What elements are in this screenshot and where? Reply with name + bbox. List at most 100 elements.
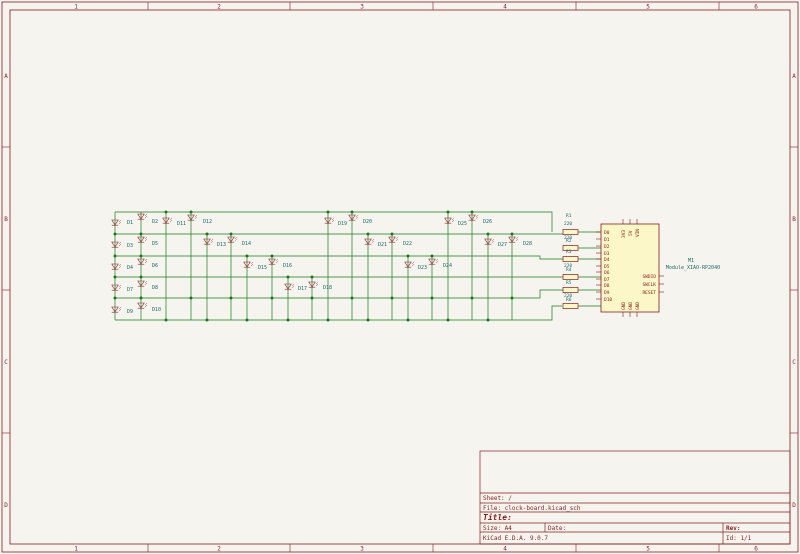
module-value: Module_XIAO-RP2040 xyxy=(666,265,720,271)
led-symbol xyxy=(111,241,122,248)
led-symbol xyxy=(111,284,122,291)
module-pin: D7 xyxy=(604,277,610,283)
col-label-top: 6 xyxy=(754,4,758,11)
resistor-value: 220 xyxy=(564,235,572,241)
sheet-name: Sheet: / xyxy=(483,495,512,502)
module-pin: GND xyxy=(621,302,627,310)
module-pin: RESET xyxy=(642,290,656,296)
resistor-bank xyxy=(562,229,579,309)
diode-label: D2 xyxy=(152,219,158,225)
diode-label: D27 xyxy=(498,242,507,248)
row-label-right: B xyxy=(792,216,796,223)
diode-label: D24 xyxy=(443,263,452,269)
led-symbol xyxy=(404,261,415,268)
module-pin: GND xyxy=(635,302,641,310)
diode-label: D17 xyxy=(298,286,307,292)
resistor-ref: R6 xyxy=(566,297,572,303)
led-symbol xyxy=(388,236,399,243)
diode-label: D7 xyxy=(127,287,133,293)
diode-label: D25 xyxy=(458,221,467,227)
led-symbol xyxy=(268,258,279,265)
module-pin: SWCLK xyxy=(642,282,656,288)
led-symbol xyxy=(187,214,198,221)
led-symbol xyxy=(508,236,519,243)
led-symbol xyxy=(137,236,148,243)
led-symbol xyxy=(468,214,479,221)
led-symbol xyxy=(227,236,238,243)
row-label-left: C xyxy=(4,359,8,366)
col-label-bottom: 3 xyxy=(360,546,364,553)
row-label-left: B xyxy=(4,216,8,223)
module-pin: D0 xyxy=(604,230,610,236)
resistor-ref: R1 xyxy=(566,213,572,219)
row-label-right: D xyxy=(792,502,796,509)
led-symbol xyxy=(308,281,319,288)
resistor xyxy=(562,229,579,235)
col-label-top: 5 xyxy=(646,4,650,11)
led-symbol xyxy=(348,214,359,221)
diode-label: D19 xyxy=(338,221,347,227)
module-pin: D1 xyxy=(604,237,610,243)
resistor-value: 220 xyxy=(564,221,572,227)
diode-label: D23 xyxy=(418,265,427,271)
module-pin: D10 xyxy=(604,297,612,303)
row-label-left: A xyxy=(4,73,8,80)
led-symbol xyxy=(428,258,439,265)
row-label-right: A xyxy=(792,73,796,80)
diode-label: D20 xyxy=(363,219,372,225)
row-label-right: C xyxy=(792,359,796,366)
col-label-bottom: 2 xyxy=(217,546,221,553)
col-label-bottom: 6 xyxy=(754,546,758,553)
col-label-top: 3 xyxy=(360,4,364,11)
diode-label: D6 xyxy=(152,263,158,269)
module-pin: D3 xyxy=(604,251,610,257)
diode-label: D3 xyxy=(127,243,133,249)
file-name: File: clock-board.kicad_sch xyxy=(483,505,581,512)
module-pin: D8 xyxy=(604,283,610,289)
inner-border xyxy=(9,9,791,545)
resistor-value: 220 xyxy=(564,293,572,299)
kicad-version: KiCad E.D.A. 9.0.7 xyxy=(483,535,548,542)
diode-label: D1 xyxy=(127,220,133,226)
led-symbol xyxy=(137,280,148,287)
diode-label: D13 xyxy=(217,242,226,248)
diode-label: D15 xyxy=(258,265,267,271)
diode-label: D8 xyxy=(152,285,158,291)
title-block xyxy=(479,450,791,545)
diode-label: D18 xyxy=(323,285,332,291)
rev-label: Rev: xyxy=(726,525,740,532)
led-symbol xyxy=(364,238,375,245)
led-symbol xyxy=(284,283,295,290)
sheet-id: Id: 1/1 xyxy=(726,535,752,542)
led-symbol xyxy=(203,238,214,245)
module-ref: M1 xyxy=(688,258,694,264)
resistor xyxy=(562,287,579,293)
diode-label: D4 xyxy=(127,265,133,271)
module-pin: D4 xyxy=(604,257,610,263)
junctions xyxy=(113,210,514,322)
resistor xyxy=(562,245,579,251)
resistor-ref: R4 xyxy=(566,267,572,273)
led-symbol xyxy=(324,217,335,224)
resistor xyxy=(562,274,579,280)
diode-label: D22 xyxy=(403,241,412,247)
diode-label: D26 xyxy=(483,219,492,225)
diode-label: D5 xyxy=(152,241,158,247)
diode-layer xyxy=(111,213,519,313)
led-symbol xyxy=(162,217,173,224)
diode-label: D16 xyxy=(283,263,292,269)
module-pin-stubs xyxy=(596,219,664,317)
col-label-bottom: 5 xyxy=(646,546,650,553)
col-label-top: 1 xyxy=(74,4,78,11)
module-pin: 5V xyxy=(628,230,634,236)
module-pin: D5 xyxy=(604,264,610,270)
row-label-left: D xyxy=(4,502,8,509)
diode-label: D28 xyxy=(523,241,532,247)
module-pin: GND xyxy=(628,302,634,310)
led-symbol xyxy=(484,238,495,245)
led-symbol xyxy=(137,302,148,309)
resistor-value: 220 xyxy=(564,263,572,269)
module-pin: 3V3 xyxy=(621,230,627,238)
